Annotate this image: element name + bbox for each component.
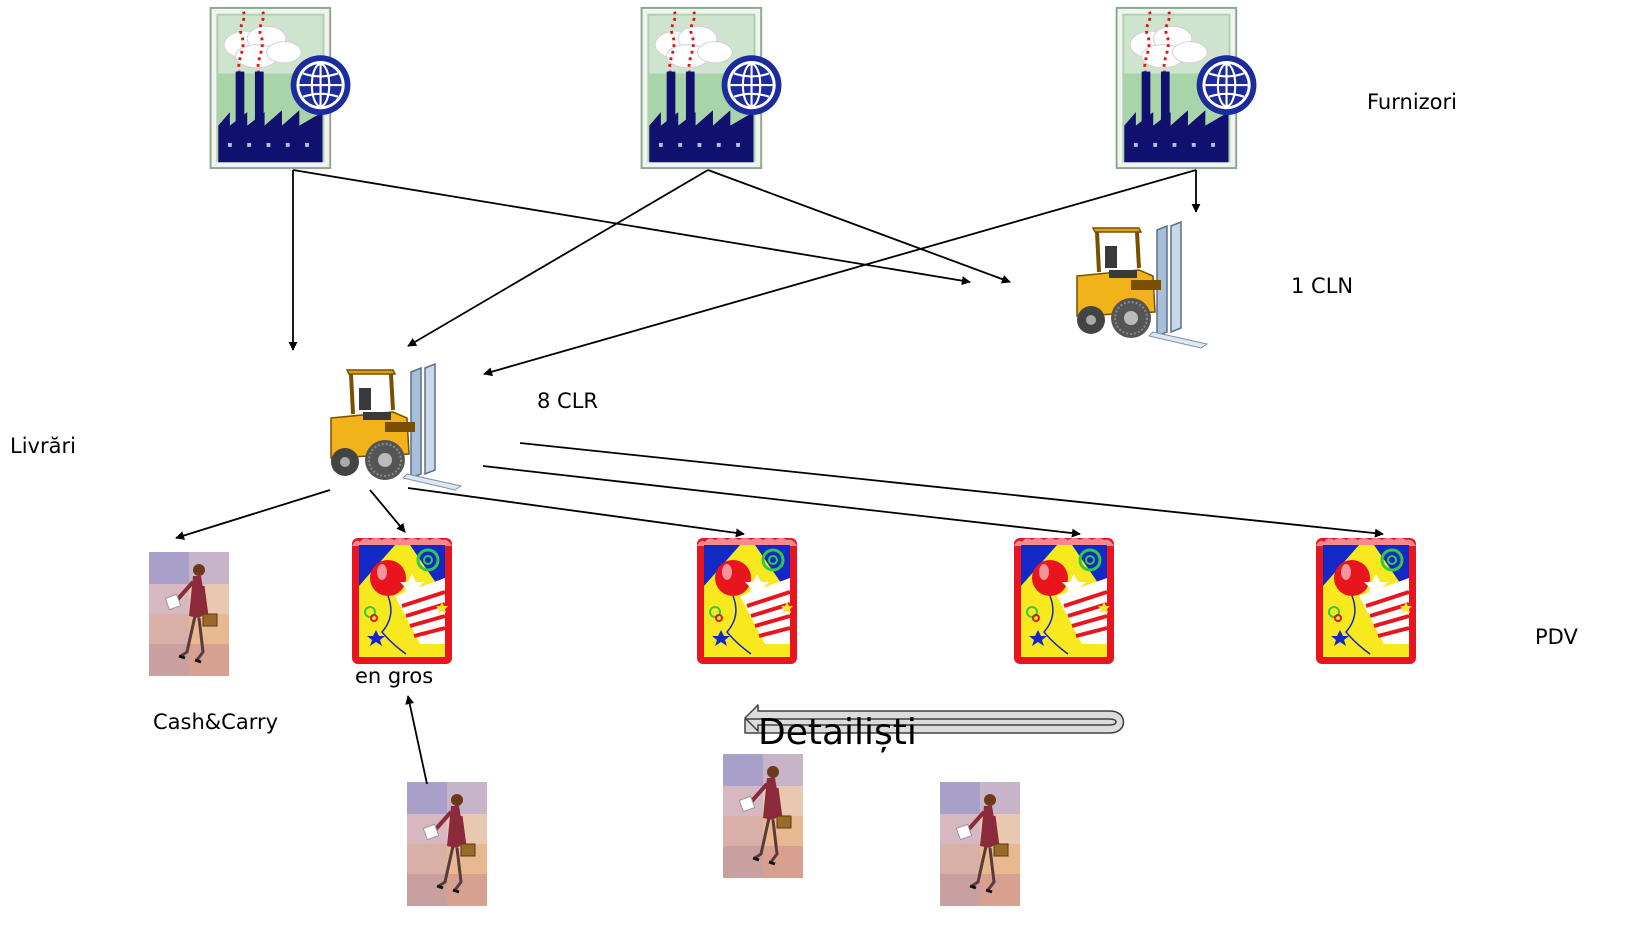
supply-arrows — [288, 169, 1201, 377]
label-pdv: PDV — [1535, 625, 1578, 649]
customer-person-icon-1 — [407, 782, 487, 906]
supplier-icon-3 — [1115, 6, 1258, 170]
label-livrari: Livrări — [10, 434, 76, 458]
pdv-store-icon-1 — [350, 536, 454, 666]
pdv-store-icon-2 — [695, 536, 799, 666]
pdv-store-icon-3 — [1012, 536, 1116, 666]
u-turn-arrow — [744, 704, 1125, 734]
arrow-s1-cln — [292, 169, 971, 286]
label-cash-carry: Cash&Carry — [153, 710, 279, 734]
arrow-clr-engros — [369, 489, 406, 533]
label-en-gros: en gros — [355, 664, 434, 688]
customer-person-icon-2 — [723, 754, 803, 878]
label-furnizori: Furnizori — [1367, 90, 1457, 114]
arrow-s2-clr — [407, 169, 709, 347]
cash-carry-person-icon — [149, 552, 229, 676]
arrow-clr-pdv3 — [482, 465, 1081, 538]
label-clr: 8 CLR — [537, 389, 598, 413]
arrow-s3-clr — [483, 169, 1197, 377]
arrow-person-engros — [405, 695, 428, 785]
supplier-icon-1 — [209, 6, 352, 170]
arrow-clr-pdv4 — [519, 442, 1384, 538]
pdv-store-icon-4 — [1314, 536, 1418, 666]
arrow-clr-cashcarry — [175, 489, 331, 540]
arrow-s2-cln — [707, 169, 1011, 284]
clr-forklift-icon — [331, 364, 461, 490]
cln-forklift-icon — [1077, 222, 1207, 348]
label-cln: 1 CLN — [1291, 274, 1354, 298]
customer-person-icon-3 — [940, 782, 1020, 906]
label-detailisti: Detailiști — [758, 712, 917, 753]
supplier-icon-2 — [640, 6, 783, 170]
delivery-arrows — [175, 442, 1384, 785]
arrow-clr-pdv2 — [407, 487, 745, 538]
